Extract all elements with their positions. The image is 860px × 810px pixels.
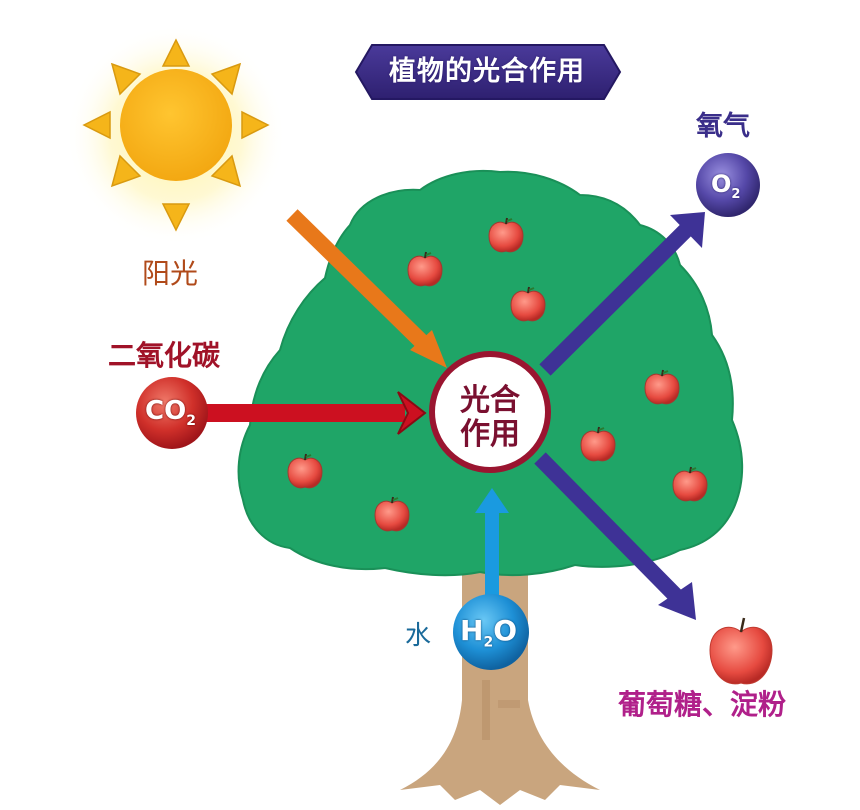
products-label: 葡萄糖、淀粉	[618, 688, 787, 721]
products-arrow	[534, 452, 696, 620]
water-formula: H2O	[460, 614, 517, 651]
center-label: 光合 作用	[440, 384, 540, 452]
co2-molecule-icon	[136, 377, 208, 449]
sunlight-arrow	[286, 209, 447, 368]
water-molecule-icon	[453, 594, 529, 670]
oxygen-molecule-icon	[696, 153, 760, 217]
oxygen-formula-sub: 2	[731, 186, 741, 202]
center-label-line1: 光合	[460, 383, 520, 418]
water-formula-sub: 2	[483, 634, 494, 651]
title-banner: 植物的光合作用	[356, 45, 618, 99]
diagram-title: 植物的光合作用	[389, 56, 585, 87]
oxygen-arrow	[539, 212, 705, 376]
co2-arrow	[190, 391, 427, 435]
co2-formula-sub: 2	[186, 413, 196, 430]
water-arrow	[475, 488, 509, 610]
co2-label: 二氧化碳	[108, 339, 221, 372]
water-formula-h: H	[460, 614, 484, 647]
water-formula-o: O	[493, 614, 517, 647]
tree-trunk	[400, 560, 600, 805]
photosynthesis-center-circle	[429, 351, 551, 473]
oxygen-formula: O2	[711, 170, 740, 202]
sunlight-label: 阳光	[142, 257, 199, 290]
oxygen-formula-main: O	[711, 170, 732, 198]
title-banner-shape	[354, 44, 622, 100]
co2-formula: CO2	[145, 396, 196, 429]
center-label-line2: 作用	[460, 417, 520, 452]
sun-icon	[66, 25, 286, 245]
product-apple-icon	[709, 617, 773, 685]
water-label: 水	[405, 621, 432, 651]
co2-formula-main: CO	[145, 396, 187, 426]
oxygen-label: 氧气	[696, 111, 750, 142]
